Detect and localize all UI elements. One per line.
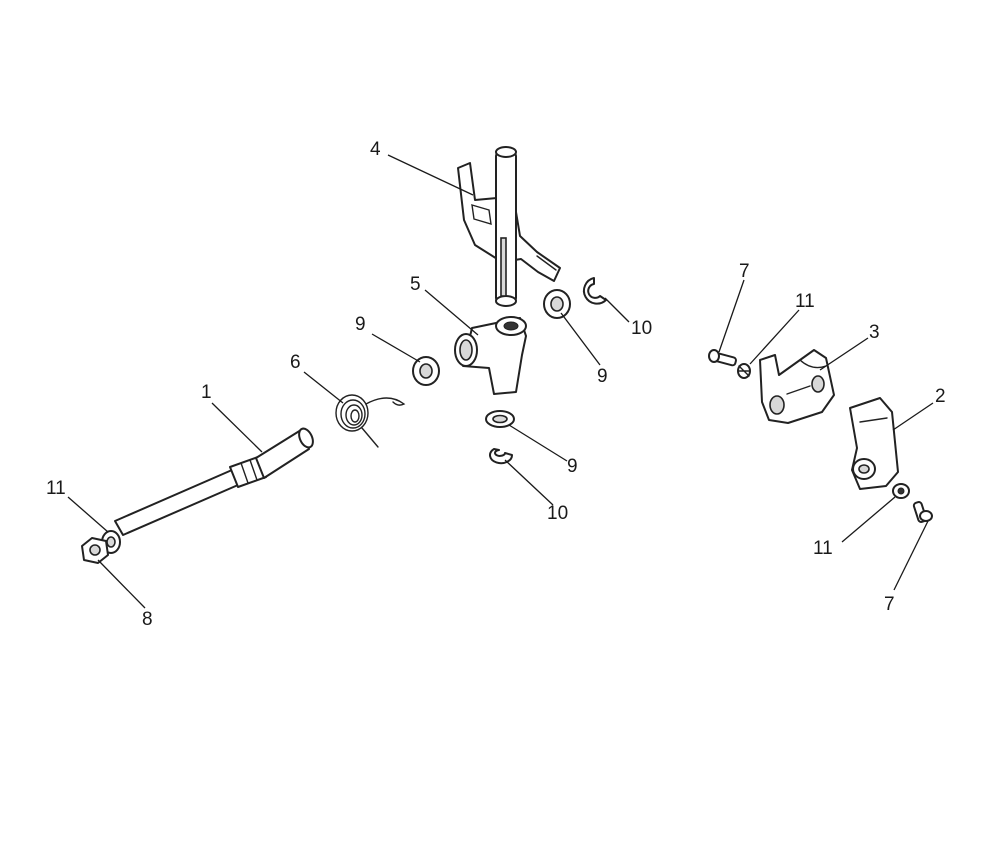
callout-11a: 11 xyxy=(46,478,66,499)
leader-1 xyxy=(211,402,263,453)
leader-6 xyxy=(303,371,344,404)
callout-7b: 7 xyxy=(884,594,895,615)
part-10-clip-upper xyxy=(582,277,607,305)
callout-5: 5 xyxy=(410,274,421,295)
leader-7a xyxy=(718,279,745,353)
part-1-shaft xyxy=(114,427,314,536)
part-11-washer-upper xyxy=(737,363,751,379)
part-9-washer-lower xyxy=(485,410,515,428)
part-11-washer-lower xyxy=(892,483,910,499)
leader-11b xyxy=(749,309,800,365)
callout-9b: 9 xyxy=(597,366,608,387)
callout-2: 2 xyxy=(935,386,946,407)
part-3-bracket xyxy=(759,349,835,424)
callout-10b: 10 xyxy=(547,503,568,524)
leader-11c xyxy=(841,496,896,543)
part-2-arm xyxy=(849,397,899,490)
callout-10a: 10 xyxy=(631,318,652,339)
part-5-collar xyxy=(454,316,527,395)
leader-10b xyxy=(504,459,554,506)
callout-3: 3 xyxy=(869,322,880,343)
leader-8 xyxy=(97,559,146,609)
callout-7a: 7 xyxy=(739,261,750,282)
part-7-pin-upper xyxy=(708,349,737,367)
callout-9a: 9 xyxy=(355,314,366,335)
leader-4 xyxy=(387,154,474,196)
leader-9b xyxy=(560,312,601,366)
part-7-pin-lower xyxy=(912,501,933,523)
part-4-lever-assembly xyxy=(457,146,561,307)
leader-9c xyxy=(508,424,568,462)
part-9-washer-upper xyxy=(543,289,571,319)
leader-2 xyxy=(892,402,934,431)
callout-8: 8 xyxy=(142,609,153,630)
part-6-spring xyxy=(335,394,406,448)
leader-3 xyxy=(819,337,869,371)
leader-5 xyxy=(424,289,479,336)
callout-1: 1 xyxy=(201,382,212,403)
part-9-washer-left xyxy=(412,356,440,386)
part-8-nut xyxy=(81,537,109,564)
callout-4: 4 xyxy=(370,139,381,160)
leader-11a xyxy=(67,496,109,533)
callout-6: 6 xyxy=(290,352,301,373)
leader-10a xyxy=(604,297,630,323)
callout-9c: 9 xyxy=(567,456,578,477)
callout-11b: 11 xyxy=(795,291,815,312)
leader-7b xyxy=(893,520,929,591)
part-10-clip-lower xyxy=(489,448,514,465)
callout-11c: 11 xyxy=(813,538,833,559)
leader-9a xyxy=(371,333,421,363)
